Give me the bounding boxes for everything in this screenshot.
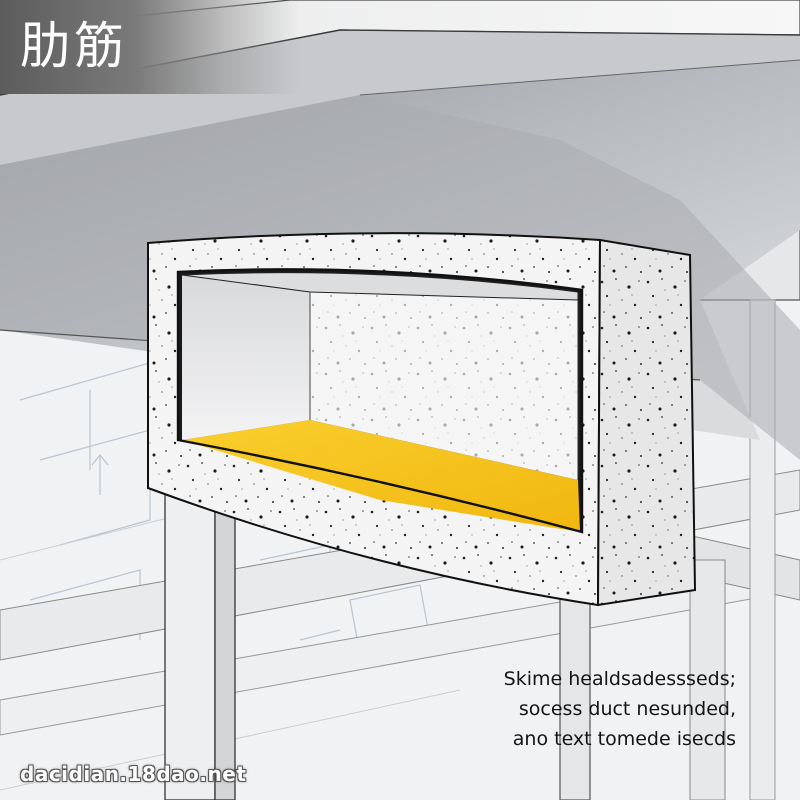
caption-block: Skime healdsadessseds; socess duct nesun… xyxy=(406,664,736,754)
caption-line: socess duct nesunded, xyxy=(518,698,736,720)
duct-floor xyxy=(182,420,580,532)
caption-line: ano text tomede isecds xyxy=(512,728,736,750)
title-band: 肋筋 xyxy=(0,0,300,94)
watermark-text: dacidian.18dao.net xyxy=(20,762,247,786)
caption-line: Skime healdsadessseds; xyxy=(503,668,736,690)
concrete-duct xyxy=(147,232,697,607)
page-title: 肋筋 xyxy=(20,17,128,75)
support-posts xyxy=(164,479,591,800)
